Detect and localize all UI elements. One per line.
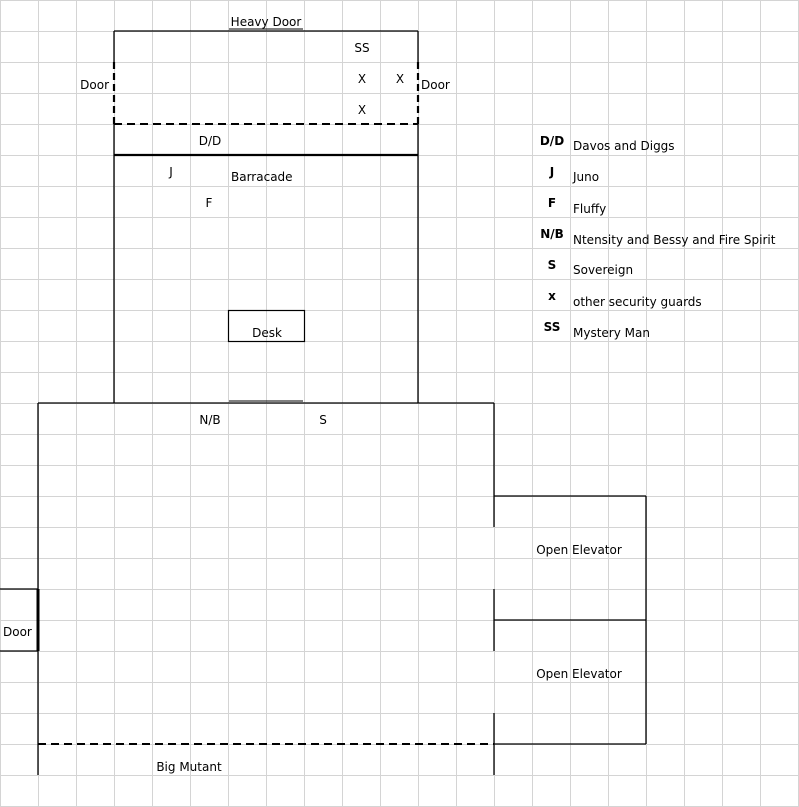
desk-box bbox=[227, 309, 306, 343]
left-door-top-label: Door bbox=[80, 78, 109, 92]
marker-fluffy: F bbox=[206, 196, 213, 210]
legend-code: x bbox=[548, 289, 556, 303]
legend-label: other security guards bbox=[573, 295, 702, 309]
legend-label: Sovereign bbox=[573, 263, 633, 277]
marker-mystery-man: SS bbox=[354, 41, 369, 55]
big-mutant-label: Big Mutant bbox=[156, 760, 222, 774]
desk-label: Desk bbox=[252, 326, 282, 340]
legend-label: Fluffy bbox=[573, 202, 606, 216]
legend-code: D/D bbox=[540, 134, 564, 148]
heavy-door-label: Heavy Door bbox=[231, 15, 302, 29]
elevator-1-label: Open Elevator bbox=[536, 543, 622, 557]
legend-label: Mystery Man bbox=[573, 326, 650, 340]
marker-guard: X bbox=[358, 72, 366, 86]
legend-code: SS bbox=[544, 320, 561, 334]
marker-sovereign: S bbox=[319, 413, 327, 427]
legend-code: F bbox=[548, 196, 556, 210]
legend-label: Juno bbox=[572, 170, 599, 184]
legend-label: Davos and Diggs bbox=[573, 139, 675, 153]
marker-davos-diggs: D/D bbox=[199, 134, 222, 148]
legend-label: Ntensity and Bessy and Fire Spirit bbox=[573, 233, 776, 247]
legend: D/D Davos and Diggs J Juno F Fluffy N/B … bbox=[540, 134, 776, 340]
marker-guard: X bbox=[396, 72, 404, 86]
walls bbox=[0, 28, 647, 775]
elevator-2-label: Open Elevator bbox=[536, 667, 622, 681]
left-door-bottom-label: Door bbox=[3, 625, 32, 639]
legend-code: S bbox=[548, 258, 557, 272]
marker-ntensity-bessy: N/B bbox=[199, 413, 220, 427]
legend-code: N/B bbox=[540, 227, 564, 241]
barricade-label: Barracade bbox=[231, 170, 293, 184]
marker-juno: J bbox=[168, 165, 173, 179]
marker-guard: X bbox=[358, 103, 366, 117]
legend-code: J bbox=[549, 165, 554, 179]
right-door-top-label: Door bbox=[421, 78, 450, 92]
